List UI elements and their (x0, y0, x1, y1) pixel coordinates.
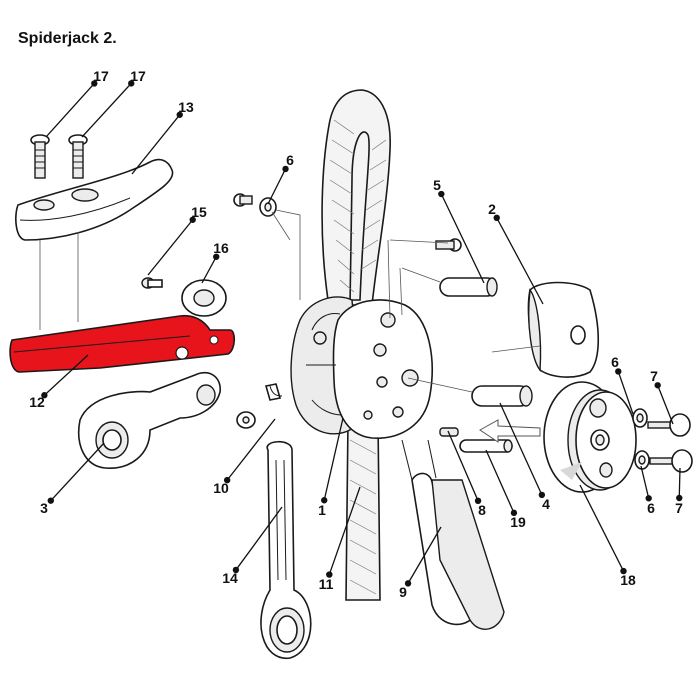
callout-dot-c7a (654, 382, 661, 389)
callout-dot-c8 (474, 497, 482, 505)
callout-dot-c17b (128, 80, 135, 87)
part-10-clip (264, 383, 283, 401)
callout-labels: 17 17 13 6 5 2 15 16 12 3 10 1 14 11 9 8 19 4 6 7 6 7 18 (29, 68, 683, 600)
callout-label-c7b: 7 (675, 500, 683, 516)
callout-leader-c10 (226, 418, 276, 481)
callout-label-c6c: 6 (647, 500, 655, 516)
callout-label-c8: 8 (478, 502, 486, 518)
callout-leader-c2 (496, 217, 544, 305)
callout-dot-c19 (510, 509, 518, 517)
callout-leader-c7b (678, 467, 681, 499)
callout-leader-c9 (407, 526, 442, 584)
callout-label-c10: 10 (213, 480, 229, 496)
callout-dot-c2 (493, 214, 500, 222)
callout-label-c18: 18 (620, 572, 636, 588)
callout-dot-c18 (620, 567, 627, 575)
callout-leader-c3 (50, 442, 105, 502)
callout-dot-c9 (404, 580, 412, 587)
callout-dot-c16 (213, 253, 220, 260)
callout-dot-c12 (41, 392, 48, 399)
diagram-title: Spiderjack 2. (18, 30, 117, 47)
callout-label-c7a: 7 (650, 368, 658, 384)
callout-leader-c14 (235, 506, 283, 571)
callout-leader-c6c (640, 465, 650, 499)
callout-dot-c13 (176, 111, 183, 118)
part-13-top-plate (15, 158, 174, 241)
part-3-arm (78, 371, 221, 469)
callout-label-c1: 1 (318, 502, 326, 518)
callout-label-c14: 14 (222, 570, 238, 586)
callout-leader-c13 (131, 114, 181, 175)
callout-leader-c12 (43, 354, 89, 396)
callout-label-c11: 11 (319, 576, 334, 592)
callout-dot-c7b (676, 494, 683, 502)
callout-dot-c15 (189, 216, 196, 223)
callout-leader-c19 (485, 449, 515, 514)
callout-leader-c18 (579, 484, 625, 572)
callout-label-c6a: 6 (286, 152, 294, 168)
callout-leader-c16 (201, 256, 217, 284)
callout-leader-c5 (440, 193, 485, 284)
callout-leader-c7a (657, 385, 674, 425)
part-14-sling (260, 440, 312, 659)
callout-label-c17b: 17 (130, 68, 146, 84)
callout-dot-c1 (321, 497, 328, 504)
part-12-red-lever (9, 314, 236, 373)
rope-eye (321, 89, 391, 306)
small-screw (236, 411, 256, 429)
part-6-washer-upper (632, 408, 648, 428)
callout-leader-c1 (323, 417, 344, 501)
callout-label-c3: 3 (40, 500, 48, 516)
callout-dot-c3 (47, 497, 54, 504)
callout-leader-c17a (45, 82, 95, 138)
callout-label-c17a: 17 (93, 68, 109, 84)
main-body (290, 296, 433, 439)
callout-dot-c11 (326, 571, 333, 578)
callout-dot-c14 (232, 566, 240, 574)
callout-leader-c17b (81, 82, 132, 138)
callout-label-c19: 19 (510, 514, 526, 530)
direction-arrow (479, 419, 541, 443)
part-16-nut (181, 279, 227, 317)
screw-17-left (30, 134, 50, 179)
part-6-washer-lower (634, 450, 650, 470)
callout-label-c5: 5 (433, 177, 441, 193)
callout-dot-c6b (615, 368, 622, 375)
screw-17-right (68, 134, 88, 179)
part-4-axle (471, 385, 533, 407)
callout-label-c15: 15 (191, 204, 207, 220)
callout-leader-c4 (499, 402, 543, 496)
callout-label-c2: 2 (488, 201, 496, 217)
part-7-screw-lower (649, 449, 693, 473)
callout-dot-c5 (438, 190, 445, 198)
callout-label-c9: 9 (399, 584, 407, 600)
callout-dot-c6c (645, 495, 652, 502)
callout-leader-c8 (447, 430, 479, 502)
callout-label-c13: 13 (178, 99, 194, 115)
callout-leader-c11 (328, 486, 361, 575)
part-15-pin (141, 277, 163, 289)
part-9-cam (401, 439, 505, 630)
part-2-cover (527, 281, 600, 378)
part-19-pin (459, 439, 513, 453)
part-7-screw-upper (647, 413, 691, 437)
callout-dot-c17a (91, 80, 98, 87)
part-5-pin (439, 277, 498, 297)
part-6-top-washer (233, 193, 277, 217)
callout-leader-c15 (147, 219, 194, 276)
part-18-disc (543, 381, 637, 493)
top-small-screw (435, 238, 462, 252)
callout-leader-c6a (267, 168, 287, 205)
callout-label-c16: 16 (213, 240, 229, 256)
rope-lower (345, 419, 381, 601)
callout-label-c12: 12 (29, 394, 45, 410)
callout-dot-c10 (223, 476, 231, 484)
callout-leader-c6b (617, 371, 634, 415)
callout-dot-c6a (282, 165, 289, 173)
callout-label-c6b: 6 (611, 354, 619, 370)
callout-label-c4: 4 (542, 496, 550, 512)
callout-dot-c4 (538, 491, 546, 499)
